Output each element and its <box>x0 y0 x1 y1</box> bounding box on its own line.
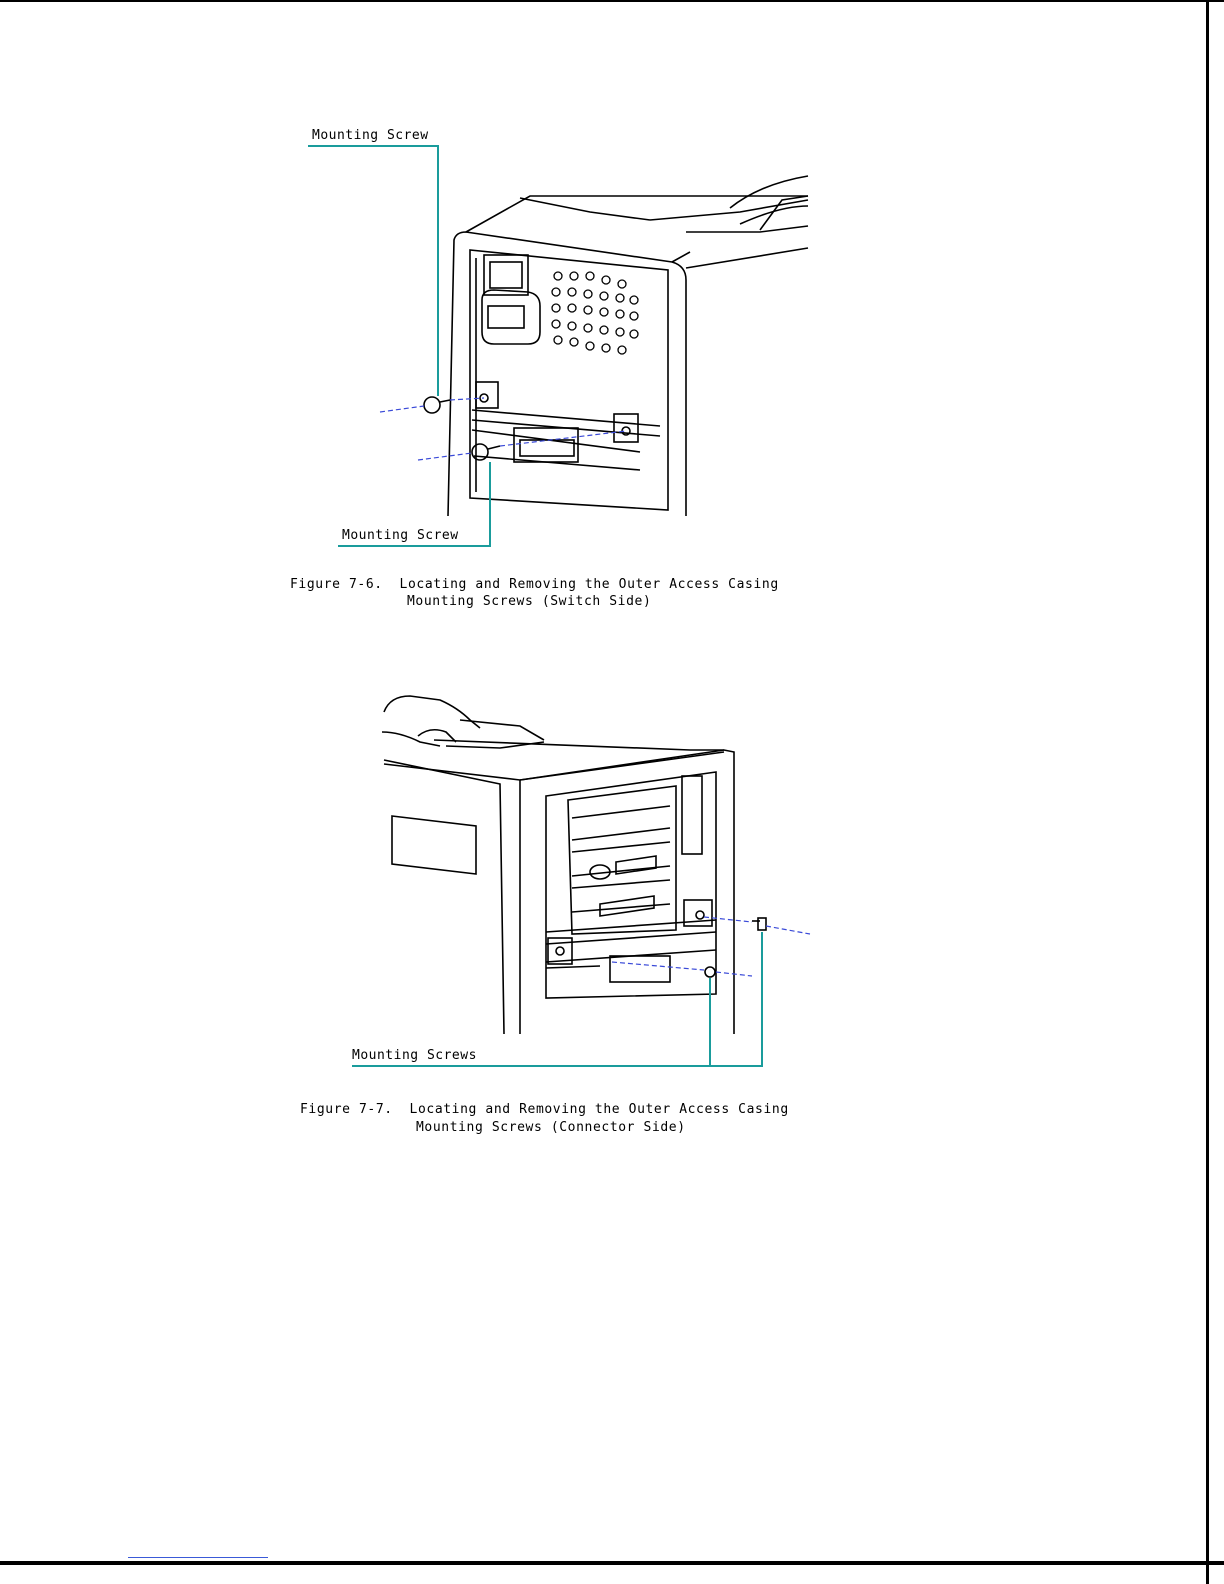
figure-7-7-caption-line1: Figure 7-7. Locating and Removing the Ou… <box>300 1101 789 1118</box>
figure-7-7-caption-line2: Mounting Screws (Connector Side) <box>416 1119 686 1136</box>
callout-mounting-screws: Mounting Screws <box>352 1048 477 1063</box>
